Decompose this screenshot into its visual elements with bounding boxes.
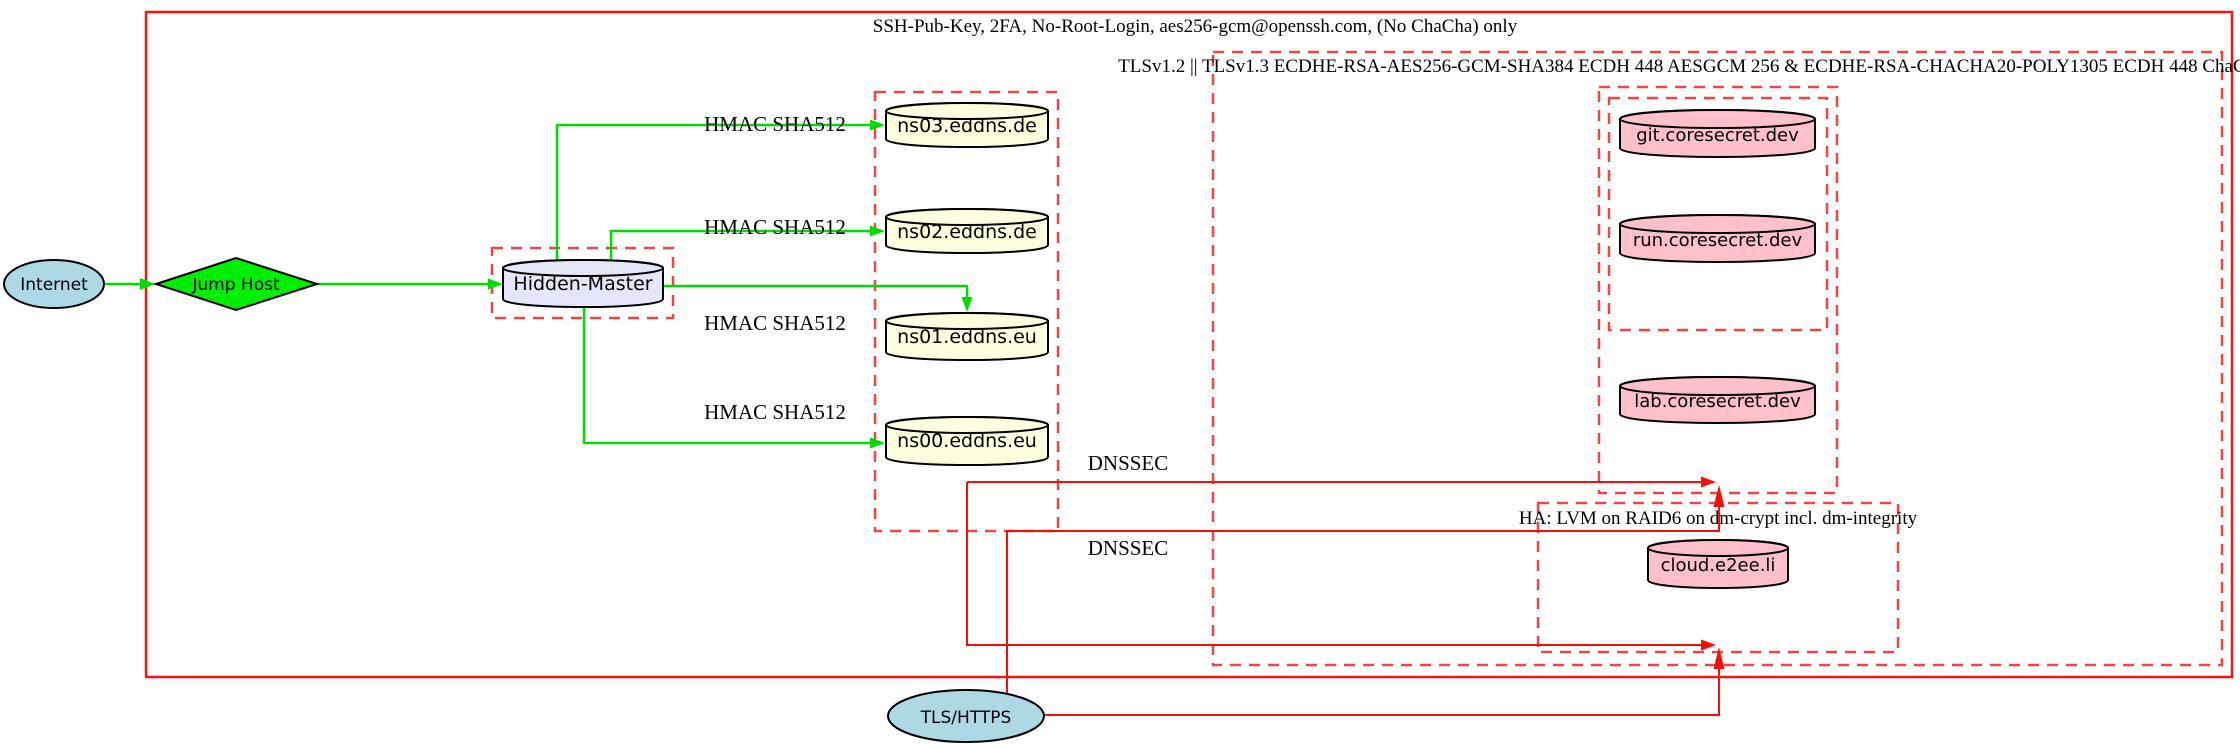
red-edges <box>966 476 1725 716</box>
arrowhead-hiddenmaster-ns01 <box>961 297 973 312</box>
ns01-label: ns01.eddns.eu <box>897 326 1037 348</box>
arrowhead-hiddenmaster-ns00 <box>870 437 885 449</box>
lab-label: lab.coresecret.dev <box>1634 391 1801 412</box>
ssh-zone-border <box>144 10 2234 679</box>
edge-hiddenmaster-ns02 <box>609 229 870 262</box>
edge-label-hmac-1: HMAC SHA512 <box>704 112 846 136</box>
tls-https-ellipse <box>887 689 1045 743</box>
lab-cylinder-cap <box>1619 376 1816 396</box>
node-ns00: ns00.eddns.eu <box>885 415 1049 467</box>
coresecret-inner-border <box>1607 96 1829 332</box>
run-label: run.coresecret.dev <box>1633 230 1803 251</box>
edge-label-hmac-3: HMAC SHA512 <box>704 311 846 335</box>
node-hidden-master: Hidden-Master <box>502 258 664 309</box>
node-tls-https: TLS/HTTPS <box>887 689 1045 743</box>
ns01-cylinder-cap <box>885 312 1049 330</box>
arrowhead-dnssec-to-ha-zone <box>1701 639 1716 651</box>
edge-hiddenmaster-ns00 <box>582 306 870 445</box>
node-ns03: ns03.eddns.de <box>885 101 1049 149</box>
arrowhead-jumphost-hiddenmaster <box>488 278 503 290</box>
node-run: run.coresecret.dev <box>1619 214 1816 263</box>
arrowhead-tlshttps-to-coresecret <box>1713 485 1725 507</box>
arrowhead-dnssec-to-tls-zone <box>1701 476 1716 488</box>
edge-dnssec-to-ha-zone <box>966 482 1702 646</box>
zones: SSH-Pub-Key, 2FA, No-Root-Login, aes256-… <box>144 10 2240 679</box>
node-jump-host: Jump Host <box>152 256 321 312</box>
git-label: git.coresecret.dev <box>1636 125 1799 146</box>
internet-ellipse <box>3 259 105 309</box>
run-cylinder-cap <box>1619 214 1816 234</box>
arrowhead-hiddenmaster-ns02 <box>870 225 885 237</box>
tls-https-label: TLS/HTTPS <box>920 708 1012 728</box>
ssh-zone-label: SSH-Pub-Key, 2FA, No-Root-Login, aes256-… <box>873 16 1518 37</box>
node-lab: lab.coresecret.dev <box>1619 376 1816 424</box>
hidden-master-cylinder-cap <box>502 259 664 277</box>
tls-zone-label: TLSv1.2 || TLSv1.3 ECDHE-RSA-AES256-GCM-… <box>1118 56 2240 77</box>
cloud-label: cloud.e2ee.li <box>1661 555 1776 576</box>
ns00-label: ns00.eddns.eu <box>897 430 1037 452</box>
arrowhead-tlshttps-to-cloud <box>1713 647 1725 669</box>
edge-labels: HMAC SHA512 HMAC SHA512 HMAC SHA512 HMAC… <box>704 112 1168 560</box>
hidden-master-label: Hidden-Master <box>513 273 652 295</box>
ns02-cylinder-cap <box>885 208 1049 226</box>
ns03-label: ns03.eddns.de <box>897 115 1037 137</box>
edge-label-dnssec-1: DNSSEC <box>1088 451 1169 475</box>
edge-hiddenmaster-ns03 <box>555 123 870 262</box>
internet-label: Internet <box>20 275 88 295</box>
node-cloud: cloud.e2ee.li <box>1647 539 1789 589</box>
node-ns02: ns02.eddns.de <box>885 207 1049 255</box>
git-cylinder-cap <box>1619 109 1816 129</box>
cloud-cylinder-cap <box>1647 539 1789 557</box>
jump-host-diamond <box>152 256 321 312</box>
edge-label-hmac-4: HMAC SHA512 <box>704 400 846 424</box>
ns02-label: ns02.eddns.de <box>897 221 1037 243</box>
edge-tlshttps-to-coresecret <box>1006 506 1720 694</box>
edge-hiddenmaster-ns01 <box>663 284 969 297</box>
edge-label-dnssec-2: DNSSEC <box>1088 536 1169 560</box>
ns03-cylinder-cap <box>885 102 1049 120</box>
node-ns01: ns01.eddns.eu <box>885 311 1049 362</box>
ns00-cylinder-cap <box>885 416 1049 434</box>
node-git: git.coresecret.dev <box>1619 109 1816 158</box>
node-internet: Internet <box>3 259 105 309</box>
tls-zone-border <box>1211 50 2224 667</box>
edge-label-hmac-2: HMAC SHA512 <box>704 215 846 239</box>
green-edges <box>105 119 973 449</box>
arrowhead-hiddenmaster-ns03 <box>870 119 885 131</box>
jump-host-label: Jump Host <box>191 275 280 295</box>
edge-tlshttps-to-cloud <box>1044 668 1720 716</box>
arrowhead-internet-jumphost <box>140 278 155 290</box>
